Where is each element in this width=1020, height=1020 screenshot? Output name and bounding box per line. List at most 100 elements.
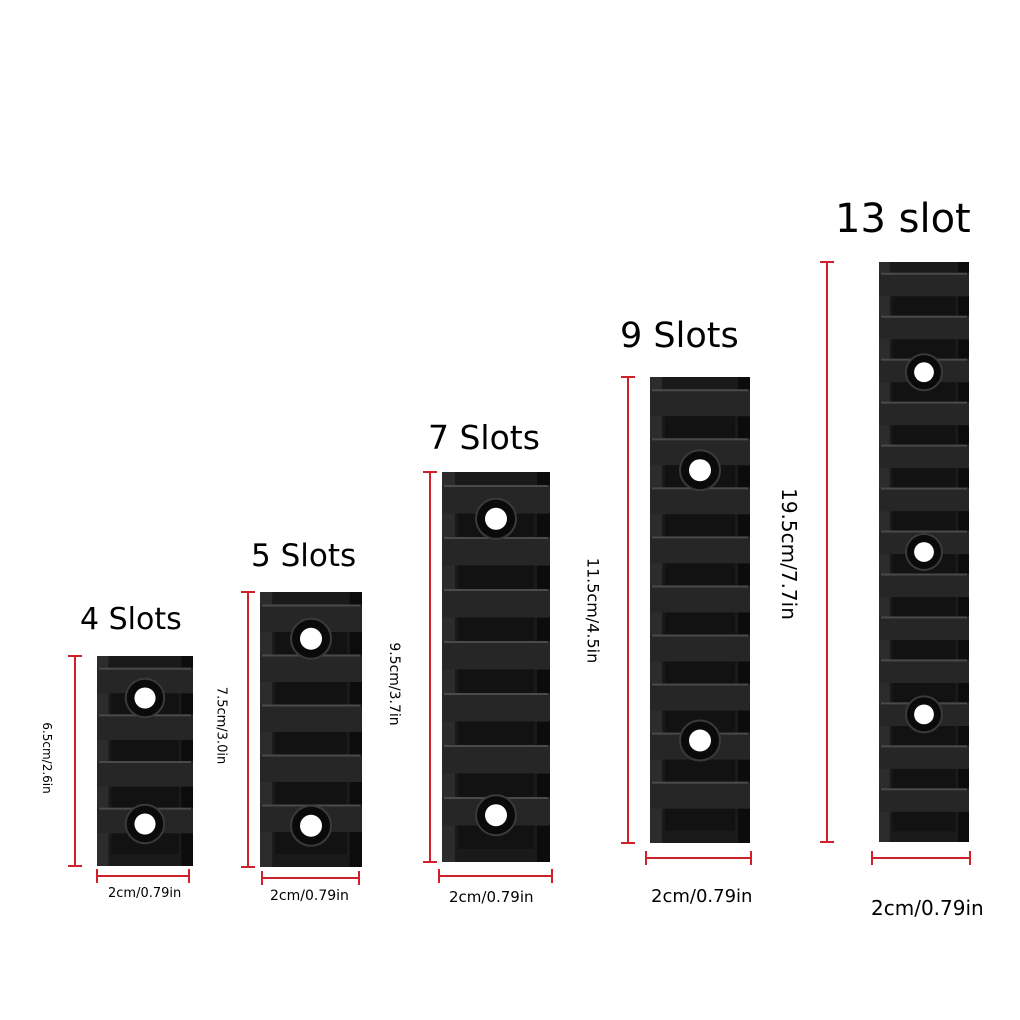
rail-tooth-highlight-13-slot	[881, 659, 967, 662]
width-label-4-slots: 2cm/0.79in	[108, 886, 182, 901]
rail-tooth-9-slots	[650, 487, 750, 515]
rail-slot-13-slot	[892, 468, 956, 488]
rail-tooth-9-slots	[650, 585, 750, 613]
rail-slot-13-slot	[892, 382, 956, 402]
mount-hole-bore-5-slots	[300, 814, 322, 837]
rail-title-5-slots: 5 Slots	[251, 538, 357, 574]
width-label-9-slots: 2cm/0.79in	[651, 886, 753, 907]
rail-tooth-7-slots	[442, 641, 550, 670]
rail-tooth-7-slots	[442, 693, 550, 722]
rail-tooth-9-slots	[650, 634, 750, 662]
rail-tooth-highlight-9-slots	[652, 781, 748, 784]
rail-slot-7-slots	[458, 721, 534, 745]
rail-tooth-highlight-9-slots	[652, 585, 748, 588]
rail-slot-7-slots	[458, 773, 534, 797]
rail-tooth-highlight-5-slots	[262, 754, 360, 757]
rail-tooth-4-slots	[97, 761, 193, 787]
mount-hole-bore-7-slots	[485, 804, 507, 827]
rail-tooth-highlight-5-slots	[262, 604, 360, 607]
rail-slot-9-slots	[665, 514, 735, 537]
rail-tooth-highlight-9-slots	[652, 536, 748, 539]
rail-tooth-highlight-7-slots	[444, 589, 548, 591]
rail-tooth-highlight-5-slots	[262, 704, 360, 707]
mount-hole-bore-13-slot	[914, 542, 934, 562]
rail-title-9-slots: 9 Slots	[620, 316, 739, 356]
rail-tooth-13-slot	[879, 659, 969, 684]
rail-tooth-highlight-4-slots	[99, 761, 191, 763]
rail-tooth-highlight-13-slot	[881, 401, 967, 404]
rail-tooth-highlight-9-slots	[652, 438, 748, 441]
height-label-5-slots: 7.5cm/3.0in	[213, 686, 229, 765]
rail-tooth-7-slots	[442, 745, 550, 774]
height-label-7-slots: 9.5cm/3.7in	[386, 642, 402, 726]
rail-tooth-highlight-13-slot	[881, 616, 967, 619]
rail-tooth-highlight-9-slots	[652, 683, 748, 686]
rail-tooth-highlight-13-slot	[881, 788, 967, 791]
rail-tooth-9-slots	[650, 781, 750, 809]
rail-tooth-highlight-13-slot	[881, 487, 967, 490]
width-label-13-slot: 2cm/0.79in	[871, 896, 984, 920]
rail-slot-13-slot	[892, 339, 956, 359]
mount-hole-bore-4-slots	[134, 687, 156, 709]
rail-slot-9-slots	[665, 416, 735, 439]
width-label-5-slots: 2cm/0.79in	[270, 888, 349, 904]
rail-tooth-highlight-7-slots	[444, 693, 548, 695]
rail-title-13-slot: 13 slot	[835, 196, 971, 242]
rail-tooth-13-slot	[879, 745, 969, 769]
rail-slot-7-slots	[458, 825, 534, 849]
rail-tooth-13-slot	[879, 616, 969, 641]
rail-slot-7-slots	[458, 617, 534, 641]
rail-tooth-7-slots	[442, 589, 550, 618]
rail-tooth-highlight-4-slots	[99, 667, 191, 670]
rail-tooth-highlight-13-slot	[881, 530, 967, 533]
rail-tooth-9-slots	[650, 536, 750, 564]
rail-slot-9-slots	[665, 661, 735, 684]
rail-tooth-13-slot	[879, 444, 969, 469]
height-label-9-slots: 11.5cm/4.5in	[583, 557, 603, 664]
rail-slot-9-slots	[665, 808, 735, 831]
rail-slot-13-slot	[892, 811, 956, 832]
rail-title-7-slots: 7 Slots	[428, 418, 540, 457]
rail-title-4-slots: 4 Slots	[80, 602, 182, 637]
mount-hole-bore-13-slot	[914, 704, 934, 725]
rail-tooth-5-slots	[260, 754, 362, 782]
mount-hole-bore-9-slots	[689, 729, 711, 752]
height-label-4-slots: 6.5cm/2.6in	[40, 722, 54, 794]
mount-hole-bore-4-slots	[134, 813, 156, 835]
rail-slot-9-slots	[665, 759, 735, 782]
mount-hole-bore-9-slots	[689, 459, 711, 482]
rail-tooth-13-slot	[879, 401, 969, 426]
rail-tooth-5-slots	[260, 704, 362, 732]
rail-tooth-13-slot	[879, 788, 969, 812]
rail-tooth-13-slot	[879, 573, 969, 598]
width-label-7-slots: 2cm/0.79in	[449, 888, 534, 906]
rail-tooth-9-slots	[650, 389, 750, 417]
rail-slot-7-slots	[458, 669, 534, 693]
rail-slot-9-slots	[665, 612, 735, 635]
rail-tooth-7-slots	[442, 537, 550, 566]
rail-tooth-highlight-7-slots	[444, 641, 548, 643]
rail-slot-13-slot	[892, 511, 956, 531]
mount-hole-bore-5-slots	[300, 627, 322, 650]
rail-slot-5-slots	[275, 732, 347, 755]
rail-slot-13-slot	[892, 425, 956, 445]
rail-slot-4-slots	[111, 786, 179, 808]
rail-slot-13-slot	[892, 683, 956, 703]
rail-tooth-4-slots	[97, 714, 193, 740]
rail-tooth-highlight-7-slots	[444, 485, 548, 487]
rail-tooth-9-slots	[650, 683, 750, 711]
rail-tooth-highlight-13-slot	[881, 573, 967, 576]
rail-slot-13-slot	[892, 597, 956, 617]
rail-tooth-highlight-9-slots	[652, 389, 748, 392]
mount-hole-bore-13-slot	[914, 362, 934, 383]
rail-slot-7-slots	[458, 565, 534, 589]
rail-tooth-13-slot	[879, 272, 969, 297]
rail-slot-5-slots	[275, 682, 347, 705]
rail-slot-4-slots	[111, 740, 179, 761]
rail-slot-13-slot	[892, 768, 956, 789]
rail-slot-13-slot	[892, 640, 956, 660]
rail-slot-9-slots	[665, 563, 735, 586]
rail-tooth-13-slot	[879, 487, 969, 512]
